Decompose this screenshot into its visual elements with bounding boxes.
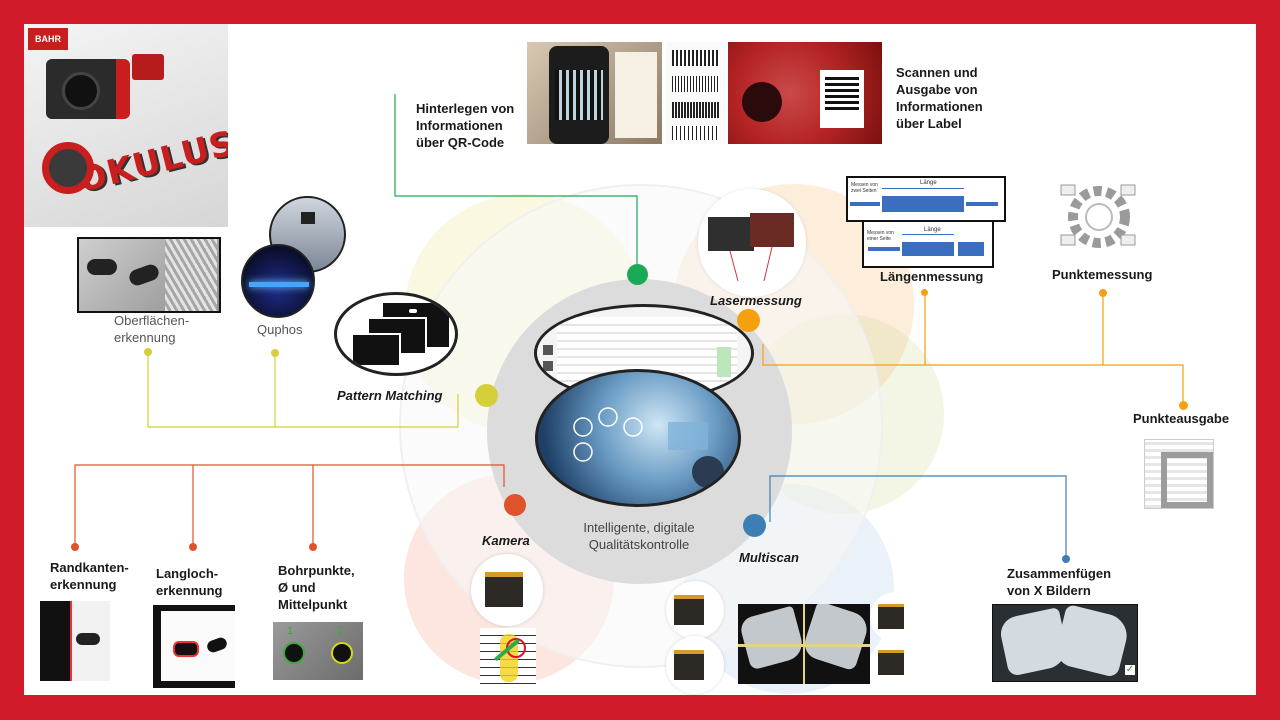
- logo-text: OKULUS: [73, 123, 228, 201]
- surface-label: Oberflächen-erkennung: [114, 313, 190, 345]
- holes-image: 1 2: [273, 622, 363, 680]
- brand-badge: BAHR: [28, 28, 68, 50]
- kamera-label: Kamera: [482, 533, 530, 548]
- dot-pointout-end: [1179, 401, 1188, 410]
- dot-pattern[interactable]: [475, 384, 498, 407]
- small-camera-shape: [132, 54, 164, 80]
- dot-multiscan[interactable]: [743, 514, 766, 537]
- dot-quphos-end: [271, 349, 279, 357]
- dot-edge-end: [71, 543, 79, 551]
- laser-sensor-image: [698, 189, 806, 297]
- multiscan-cam-3-image: [870, 592, 920, 642]
- kamera-device-image: [471, 554, 543, 626]
- label-qr-icon: [825, 76, 859, 110]
- slide-canvas: Intelligente, digitale Qualitätskontroll…: [24, 24, 1256, 695]
- label-scan-image: [728, 42, 882, 144]
- length-diagram-one-side: Messen von einer Seite Länge: [862, 220, 994, 268]
- kamera-graph-image: [480, 628, 536, 684]
- length-diagram-two-sides: Messen von zwei Seiten Länge: [846, 176, 1006, 222]
- edge-image: [40, 601, 110, 681]
- check-icon: ✓: [1125, 664, 1135, 675]
- slot-image: [153, 605, 235, 688]
- qr-phone-image: [527, 42, 662, 144]
- center-title: Intelligente, digitale Qualitätskontroll…: [583, 520, 695, 552]
- dot-slot-end: [189, 543, 197, 551]
- multiscan-cam-1-image: [666, 581, 724, 639]
- points-label: Punktemessung: [1052, 267, 1153, 282]
- factory-image: [535, 369, 741, 507]
- dot-points-end: [1099, 289, 1107, 297]
- lens-shape: [62, 72, 100, 110]
- okulus-logo-image: BAHR OKULUS: [24, 24, 228, 227]
- quphos-light-image: [241, 244, 315, 318]
- stitch-image: ✓: [992, 604, 1138, 682]
- stitch-label: Zusammenfügen von X Bildern: [1007, 566, 1112, 598]
- pattern-label: Pattern Matching: [337, 388, 443, 403]
- pointout-label: Punkteausgabe: [1133, 411, 1230, 426]
- dot-laser[interactable]: [737, 309, 760, 332]
- holes-label: Bohrpunkte, Ø und Mittelpunkt: [278, 563, 355, 612]
- dot-surface-end: [144, 348, 152, 356]
- dot-qr[interactable]: [627, 264, 648, 285]
- laser-label: Lasermessung: [710, 293, 802, 308]
- slot-label: Langloch-erkennung: [156, 566, 223, 598]
- pattern-image: [334, 292, 458, 376]
- connector-lines: [74, 94, 1184, 559]
- points-gear-image: [1059, 179, 1139, 254]
- scan-label: Scannen und Ausgabe von Informationen üb…: [896, 65, 983, 131]
- multiscan-label: Multiscan: [739, 550, 799, 565]
- multiscan-cam-2-image: [666, 636, 724, 694]
- quphos-label: Quphos: [257, 322, 303, 337]
- qr-code-icon: [555, 70, 603, 120]
- multiscan-cam-4-image: [870, 638, 920, 688]
- edge-label: Randkanten-erkennung: [50, 560, 129, 592]
- barcode-labels-image: [666, 42, 726, 144]
- logo-circle-shape: [42, 142, 94, 194]
- multiscan-parts-image: [738, 604, 870, 684]
- dot-holes-end: [309, 543, 317, 551]
- dot-stitch-end: [1062, 555, 1070, 563]
- dot-length-end: [921, 289, 928, 296]
- qr-label: Hinterlegen von Informationen über QR-Co…: [416, 101, 515, 150]
- dot-kamera[interactable]: [504, 494, 526, 516]
- pointout-image: [1144, 439, 1214, 509]
- surface-image: [77, 237, 221, 313]
- length-label: Längenmessung: [880, 269, 984, 284]
